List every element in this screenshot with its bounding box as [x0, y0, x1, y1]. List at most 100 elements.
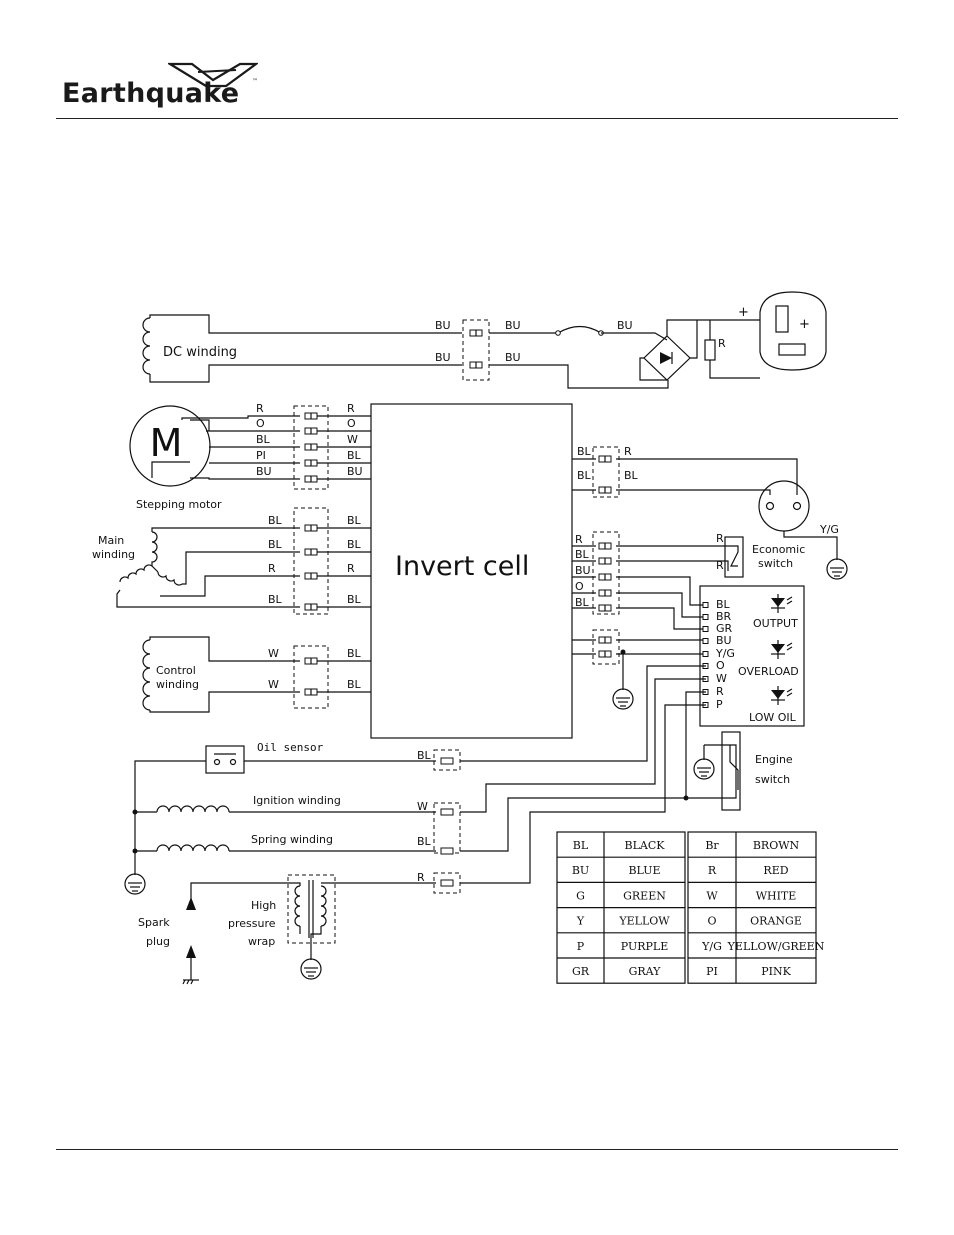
legend-cell: YELLOW/GREEN — [727, 940, 825, 953]
ignition-winding-label: Ignition winding — [253, 794, 341, 807]
panel-pin — [702, 638, 709, 644]
spark-group: R — [138, 704, 706, 985]
dc-winding-label: DC winding — [163, 345, 237, 360]
engine-switch-group: Engine switch — [683, 691, 793, 811]
control-winding-group: Control winding — [142, 636, 329, 713]
panel-pin — [702, 602, 709, 608]
main-wire-label-left: BL — [268, 593, 283, 606]
legend-cell: Br — [705, 839, 719, 852]
engine-switch-icon — [721, 731, 741, 811]
svg-text:pressure: pressure — [228, 917, 276, 930]
invert-cell-group: Invert cell — [370, 403, 573, 739]
legend-cell: GRAY — [629, 965, 662, 978]
main-wire-label-right: BL — [347, 514, 362, 527]
legend-cell: GR — [572, 965, 590, 978]
motor-wire-label-left: PI — [256, 449, 266, 462]
motor-wire-label-left: BL — [256, 433, 271, 446]
panel-pin — [702, 614, 709, 620]
legend-cell: PURPLE — [621, 940, 669, 953]
legend-cell: BL — [573, 839, 589, 852]
svg-text:switch: switch — [758, 557, 793, 570]
main-wire-label-right: BL — [347, 538, 362, 551]
panel-pin-label: R — [716, 685, 724, 698]
header-rule — [56, 118, 898, 119]
svg-text:winding: winding — [92, 548, 135, 561]
svg-text:plug: plug — [146, 935, 170, 948]
svg-text:BL: BL — [417, 749, 432, 762]
panel-pin-label: Y/G — [715, 647, 735, 660]
economic-switch-icon — [724, 536, 744, 578]
legend-cell: PI — [706, 965, 718, 978]
svg-text:Engine: Engine — [755, 753, 793, 766]
legend-cell: YELLOW — [618, 915, 670, 928]
svg-text:OUTPUT: OUTPUT — [753, 617, 798, 630]
svg-text:BL: BL — [575, 596, 590, 609]
spark-plug-icon — [182, 945, 199, 985]
oil-sensor-group: Oil sensor BL — [134, 665, 706, 875]
main-winding-group: Main winding — [92, 507, 329, 615]
output-led-icon — [771, 594, 793, 613]
panel-pin-label: BR — [716, 610, 732, 623]
svg-text:BU: BU — [505, 351, 521, 364]
ground-icon — [612, 688, 634, 710]
legend-cell: RED — [763, 864, 788, 877]
svg-text:High: High — [251, 899, 276, 912]
legend-cell: BU — [572, 864, 589, 877]
legend-cell: WHITE — [756, 889, 797, 902]
low-oil-led-icon — [771, 686, 793, 705]
motor-wire-label-right: BL — [347, 449, 362, 462]
svg-text:winding: winding — [156, 678, 199, 691]
legend-cell: BLACK — [625, 839, 666, 852]
svg-text:Control: Control — [156, 664, 196, 677]
panel-pin — [702, 626, 709, 632]
ac-outlet-icon — [758, 480, 810, 532]
main-wire-label-right: BL — [347, 593, 362, 606]
svg-text:+: + — [738, 305, 749, 320]
svg-text:BL: BL — [577, 445, 592, 458]
main-wire-label-left: BL — [268, 514, 283, 527]
dc-connectors — [469, 329, 483, 369]
ignition-winding-group: Ignition winding W — [132, 678, 706, 854]
ground-icon — [124, 873, 146, 895]
dc-socket-icon: + — [759, 291, 827, 371]
legend-cell: BROWN — [753, 839, 800, 852]
motor-wire-label-left: R — [256, 402, 264, 415]
brand-name: Earthquake — [62, 78, 240, 109]
svg-text:BU: BU — [435, 319, 451, 332]
legend-cell: Y/G — [701, 940, 722, 953]
earthquake-logo: Earthquake ™ — [62, 62, 272, 116]
svg-text:BL: BL — [624, 469, 639, 482]
legend-cell: R — [708, 864, 717, 877]
logo-swoosh-icon — [168, 62, 258, 88]
panel-pin-label: W — [716, 672, 727, 685]
ground-icon — [826, 558, 848, 580]
invert-cell-label: Invert cell — [395, 551, 529, 582]
svg-text:Spark: Spark — [138, 916, 170, 929]
overload-led-icon — [771, 640, 793, 659]
legend-cell: Y — [576, 915, 585, 928]
spring-winding-group: Spring winding BL — [124, 797, 686, 895]
svg-text:BU: BU — [505, 319, 521, 332]
svg-text:R: R — [624, 445, 632, 458]
svg-text:O: O — [575, 580, 584, 593]
right-connector-group: R BL BU O BL R R Economic switch — [572, 531, 805, 710]
svg-text:BU: BU — [617, 319, 633, 332]
svg-text:BL: BL — [417, 835, 432, 848]
legend-cell: PINK — [761, 965, 791, 978]
ground-icon — [693, 758, 715, 780]
main-wire-label-left: BL — [268, 538, 283, 551]
dc-winding-group: DC winding BU BU BU BU BU — [142, 291, 827, 389]
ground-icon — [300, 958, 322, 980]
legend-cell: W — [706, 889, 718, 902]
motor-wire-label-right: W — [347, 433, 358, 446]
control-wire-label-left: W — [268, 678, 279, 691]
svg-text:M: M — [150, 421, 183, 465]
stepping-motor-label: Stepping motor — [136, 498, 222, 511]
motor-wire-label-right: R — [347, 402, 355, 415]
svg-text:R: R — [716, 532, 724, 545]
svg-text:OVERLOAD: OVERLOAD — [738, 665, 799, 678]
spring-winding-label: Spring winding — [251, 833, 333, 846]
svg-text:LOW OIL: LOW OIL — [749, 711, 797, 724]
